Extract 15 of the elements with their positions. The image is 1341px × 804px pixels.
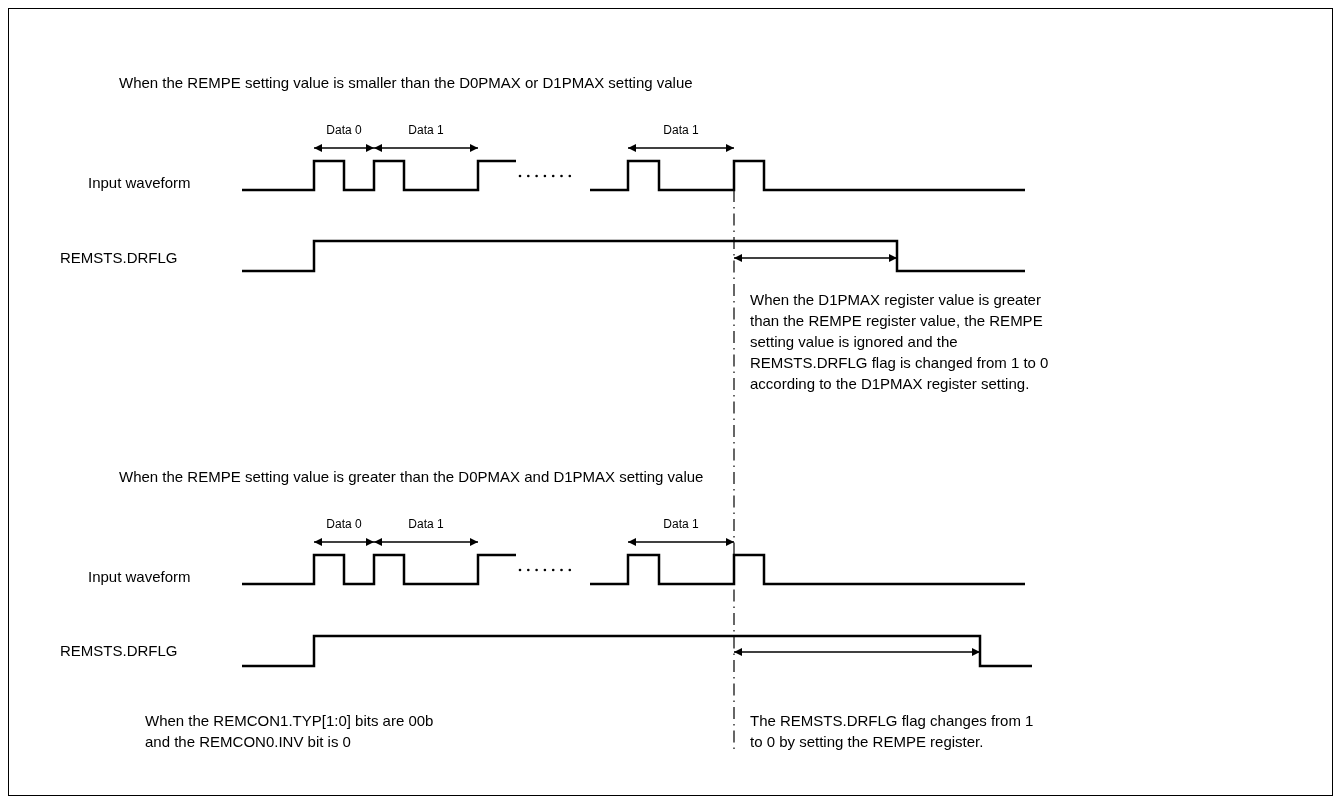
interval-label: Data 1 [662, 517, 700, 531]
signal-name: REMSTS.DRFLG [60, 248, 178, 268]
signal-name: Input waveform [88, 567, 191, 587]
note-text: When the REMCON1.TYP[1:0] bits are 00b and the REMCON0.INV bit is 0 [145, 711, 435, 752]
section-heading: When the REMPE setting value is smaller than the D0PMAX or D1PMAX setting value [119, 73, 693, 93]
note-text: When the D1PMAX register value is greater than the REMPE register value, the REMPE setting value is ignored and the REMSTS.DRFLG flag is changed from 1 to 0 according to the D1PMAX register setting. [750, 290, 1050, 394]
section-heading: When the REMPE setting value is greater than the D0PMAX and D1PMAX setting value [119, 467, 704, 487]
interval-label: Data 0 [325, 123, 363, 137]
interval-label: Data 1 [662, 123, 700, 137]
interval-label: Data 0 [325, 517, 363, 531]
interval-label: Data 1 [407, 517, 445, 531]
interval-label: Data 1 [407, 123, 445, 137]
signal-name: Input waveform [88, 173, 191, 193]
signal-name: REMSTS.DRFLG [60, 641, 178, 661]
note-text: The REMSTS.DRFLG flag changes from 1 to 0 by setting the REMPE register. [750, 711, 1035, 752]
